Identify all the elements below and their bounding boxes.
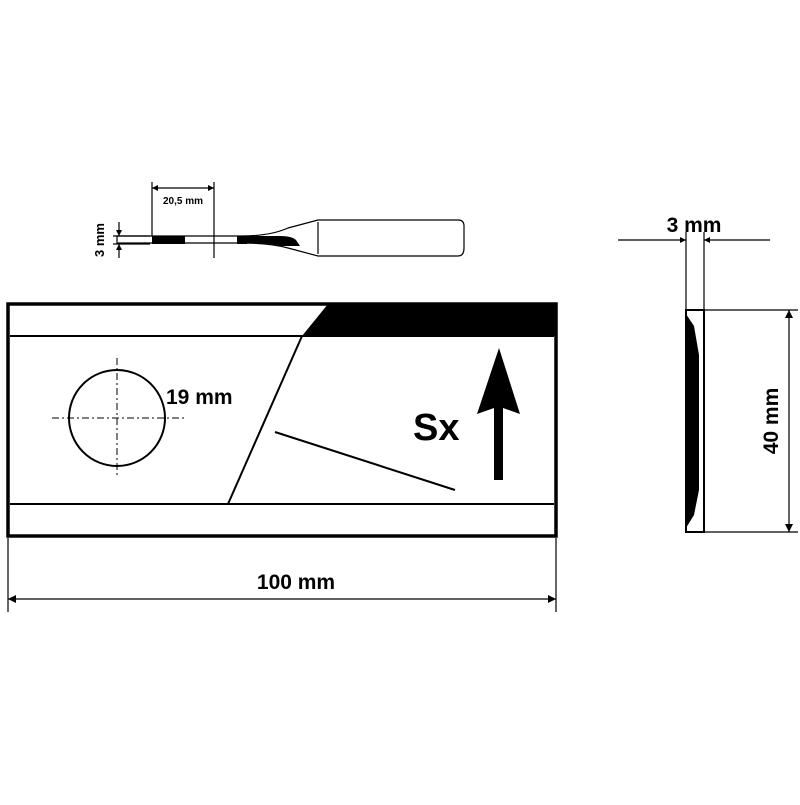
- top-view-thickness-label: 3 mm: [92, 223, 107, 257]
- side-view-bevel: [686, 314, 699, 528]
- length-label: 100 mm: [257, 571, 335, 594]
- hole-diameter-label: 19 mm: [166, 386, 233, 409]
- top-view-black-segment-2: [237, 236, 247, 244]
- top-view: 3 mm 20,5 mm: [92, 182, 465, 258]
- front-view-bend-line: [227, 335, 303, 505]
- top-view-offset-label: 20,5 mm: [163, 196, 203, 207]
- direction-label: Sx: [413, 407, 459, 449]
- top-view-black-segment-1: [152, 236, 185, 244]
- side-width-label: 40 mm: [760, 388, 783, 455]
- top-view-blade-outline: [116, 219, 465, 257]
- top-view-bevel: [247, 236, 300, 246]
- front-view-outline: [6, 302, 558, 538]
- front-view-black-bevel: [302, 304, 556, 336]
- front-view-edge-line: [274, 431, 456, 491]
- side-thickness-label: 3 mm: [667, 214, 722, 237]
- front-view: 19 mm Sx 100 mm: [6, 302, 558, 612]
- arrow-up-icon: [477, 348, 520, 480]
- side-view: 3 mm 40 mm: [618, 214, 798, 533]
